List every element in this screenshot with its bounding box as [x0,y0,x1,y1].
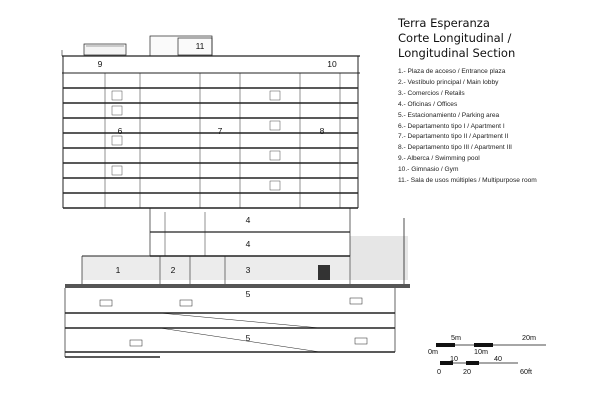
label-retails: 3 [246,265,251,275]
section-title-en: Longitudinal Section [398,46,516,60]
scale-metric-10: 10m [474,347,488,356]
label-swimming-pool: 9 [98,59,103,69]
legend-item: 9.- Alberca / Swimming pool [398,155,480,163]
label-parking-upper: 5 [246,289,251,299]
scale-ft-40: 40 [494,354,502,363]
legend-item: 11.- Sala de usos múltiples / Multipurpo… [398,177,537,185]
scale-metric-20: 20m [522,333,536,342]
scale-ft-0: 0 [437,367,441,376]
label-offices-lower: 4 [246,239,251,249]
label-apartment-iii: 8 [320,126,325,136]
space-number-labels: 9 10 11 6 7 8 4 4 1 2 3 5 5 [98,41,337,343]
legend-item: 10.- Gimnasio / Gym [398,166,459,174]
legend-item: 4.- Oficinas / Offices [398,100,458,108]
section-title-es: Corte Longitudinal / [398,31,512,45]
building-section [61,35,410,358]
label-offices-upper: 4 [246,215,251,225]
scale-metric-0: 0m [428,347,438,356]
legend-item: 7.- Departamento tipo II / Apartment II [398,133,509,141]
scale-ft-60: 60ft [520,367,532,376]
legend-item: 1.- Plaza de acceso / Entrance plaza [398,68,506,75]
label-apartment-ii: 7 [218,126,223,136]
label-entrance-plaza: 1 [116,265,121,275]
label-multipurpose-room: 11 [196,41,205,51]
space-legend: 1.- Plaza de acceso / Entrance plaza 2.-… [398,67,598,187]
scale-ft-20: 20 [463,367,471,376]
label-parking-lower: 5 [246,333,251,343]
label-apartment-i: 6 [118,126,123,136]
legend-item: 2.- Vestíbulo principal / Main lobby [398,78,499,86]
legend-item: 5.- Estacionamiento / Parking area [398,111,500,119]
title-block: Terra Esperanza Corte Longitudinal / Lon… [398,16,598,61]
project-title: Terra Esperanza [398,16,490,30]
legend-item: 3.- Comercios / Retails [398,89,465,97]
legend-item: 6.- Departamento tipo I / Apartment I [398,122,505,130]
legend-item: 8.- Departamento tipo III / Apartment II… [398,144,512,152]
scale-metric-5: 5m [451,333,461,342]
scale-bar: 5m 20m 0m 10m 10 40 0 20 60ft [428,333,546,376]
scale-ft-10: 10 [450,354,458,363]
label-gym: 10 [327,59,337,69]
label-main-lobby: 2 [171,265,176,275]
